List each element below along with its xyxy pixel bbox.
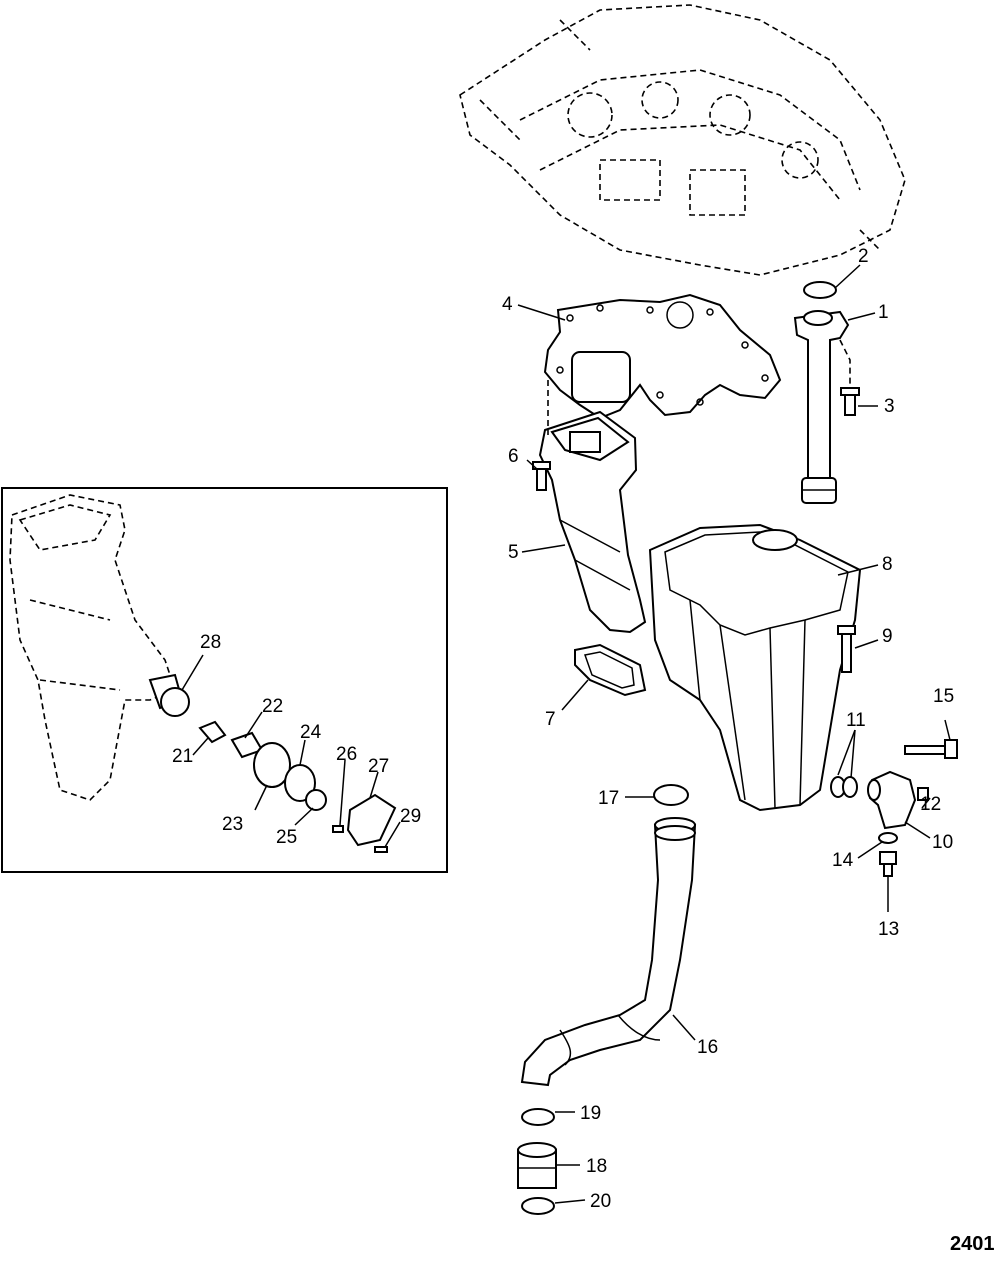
oil-pan-8 xyxy=(648,523,862,812)
callout-9: 9 xyxy=(882,626,893,647)
callout-3: 3 xyxy=(884,396,895,417)
callout-12: 12 xyxy=(920,794,941,815)
inset-housing-phantom xyxy=(9,494,176,801)
callout-5: 5 xyxy=(508,542,519,563)
callout-7: 7 xyxy=(545,709,556,730)
o-ring-17 xyxy=(653,784,689,806)
o-ring-20 xyxy=(521,1197,555,1215)
water-tube-1 xyxy=(793,310,850,504)
callout-14: 14 xyxy=(832,850,854,871)
screw-6 xyxy=(532,461,551,491)
water-pump-parts xyxy=(148,673,397,853)
inset-frame xyxy=(1,487,448,873)
plug-12 xyxy=(917,787,929,801)
callout-28: 28 xyxy=(200,632,221,653)
callout-25: 25 xyxy=(276,827,297,848)
seal-7 xyxy=(574,643,647,697)
figure-reference-number: 2401 xyxy=(950,1233,995,1255)
callout-6: 6 xyxy=(508,446,519,467)
callout-11: 11 xyxy=(846,710,866,731)
callout-8: 8 xyxy=(882,554,893,575)
screw-3 xyxy=(840,387,860,416)
screw-29 xyxy=(374,846,388,853)
callout-15: 15 xyxy=(933,686,954,707)
callout-29: 29 xyxy=(400,806,421,827)
callout-18: 18 xyxy=(586,1156,607,1177)
callout-26: 26 xyxy=(336,744,357,765)
screw-15 xyxy=(904,739,958,759)
drain-screw-13 xyxy=(879,851,897,877)
washer-14 xyxy=(878,832,898,844)
leader-lines xyxy=(181,264,951,1204)
plate-23 xyxy=(253,742,291,788)
callout-22: 22 xyxy=(262,696,283,717)
callout-1: 1 xyxy=(878,302,889,323)
callout-20: 20 xyxy=(590,1191,611,1212)
water-tube-16 xyxy=(520,817,697,1087)
gasket-4 xyxy=(543,293,782,420)
callout-10: 10 xyxy=(932,832,953,853)
callout-labels: 1 2 3 4 5 6 7 8 9 10 11 12 13 14 15 16 1… xyxy=(172,246,954,1212)
callout-2: 2 xyxy=(858,246,869,267)
gasket-28 xyxy=(160,687,190,717)
callout-4: 4 xyxy=(502,294,513,315)
o-ring-19 xyxy=(521,1108,555,1126)
callout-24: 24 xyxy=(300,722,322,743)
screw-26 xyxy=(332,825,344,833)
callout-19: 19 xyxy=(580,1103,601,1124)
callout-16: 16 xyxy=(697,1037,718,1058)
o-ring-2 xyxy=(803,281,837,299)
cover-27 xyxy=(346,793,397,847)
callout-21: 21 xyxy=(172,746,193,767)
impeller-21 xyxy=(198,720,227,744)
callout-27: 27 xyxy=(368,756,389,777)
elbow-fitting-10 xyxy=(867,770,917,830)
grommet-18 xyxy=(517,1142,557,1189)
tube-alignment-line xyxy=(839,339,851,388)
callout-13: 13 xyxy=(878,919,899,940)
seal-25 xyxy=(305,789,327,811)
exhaust-adapter-5 xyxy=(538,410,647,634)
o-rings-11 xyxy=(830,776,858,798)
screw-9 xyxy=(837,625,856,673)
callout-17: 17 xyxy=(598,788,619,809)
powerhead-phantom xyxy=(459,4,906,276)
callout-23: 23 xyxy=(222,814,243,835)
